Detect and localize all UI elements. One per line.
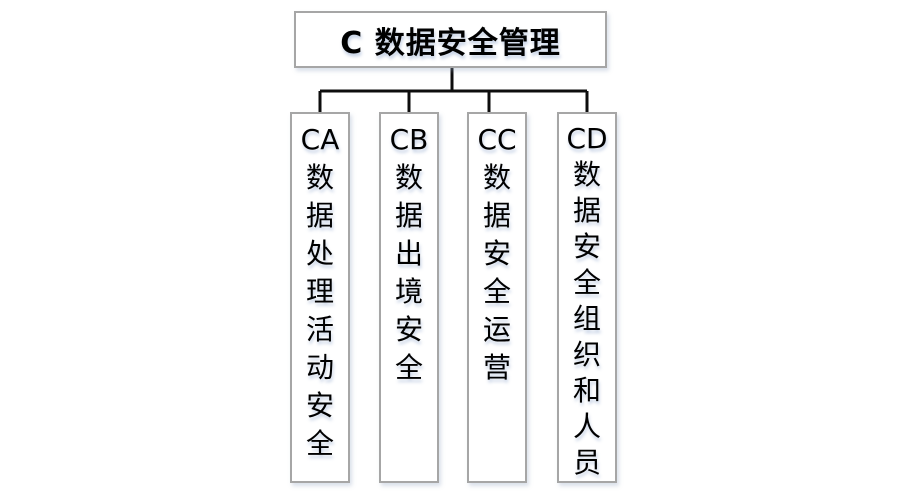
connector-path [318,68,589,113]
node-root: C 数据安全管理 [294,11,607,68]
node-cc-label: CC 数 据 安 全 运 营 [477,123,517,384]
node-cd-label: CD 数 据 安 全 组 织 和 人 员 [566,122,608,479]
node-cb: CB 数 据 出 境 安 全 [379,112,439,483]
node-ca: CA 数 据 处 理 活 动 安 全 [290,112,350,483]
node-cb-label: CB 数 据 出 境 安 全 [389,123,429,384]
node-root-label: C 数据安全管理 [340,25,561,61]
node-ca-label: CA 数 据 处 理 活 动 安 全 [300,123,340,460]
node-cc: CC 数 据 安 全 运 营 [467,112,527,483]
node-cd: CD 数 据 安 全 组 织 和 人 员 [557,112,617,483]
